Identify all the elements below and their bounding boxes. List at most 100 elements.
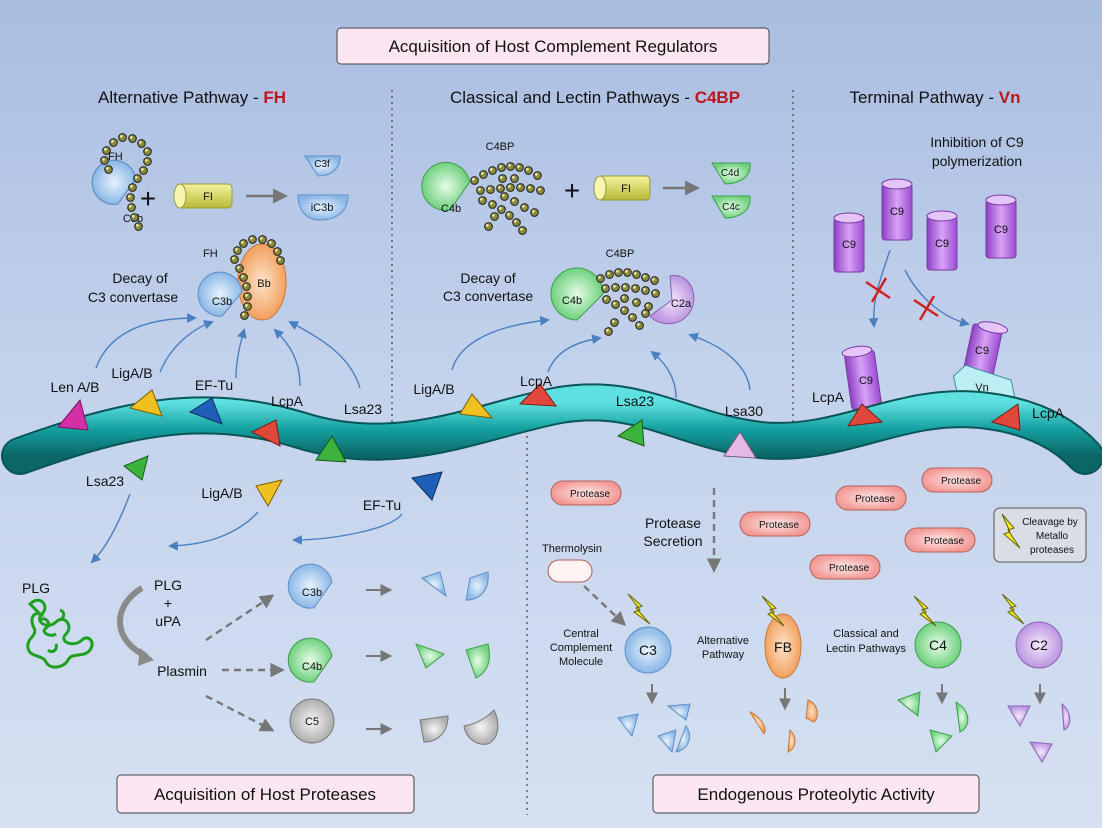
c3-convertase-alt: Bb C3b FH xyxy=(197,235,287,321)
fb-target: FB xyxy=(764,613,802,679)
title-top: Acquisition of Host Complement Regulator… xyxy=(389,37,718,56)
activation-arrow xyxy=(117,585,148,659)
c3-fragments xyxy=(617,703,691,754)
inhibition-cross-1 xyxy=(865,277,891,303)
proteases: Protease Protease Protease Protease Prot… xyxy=(547,467,993,583)
altpath-1: Alternative xyxy=(697,635,749,647)
label-ligab-3: LigA/B xyxy=(201,485,242,501)
c2-target: C2 xyxy=(1015,621,1063,669)
c4d-label: C4d xyxy=(721,168,739,179)
c9-bound-label: C9 xyxy=(859,375,873,387)
svg-text:Protease: Protease xyxy=(855,494,895,505)
c3b-fh-complex: C3b FH xyxy=(91,133,152,231)
svg-text:Protease: Protease xyxy=(924,536,964,547)
c2a-label: C2a xyxy=(671,298,692,310)
ic3b-label: iC3b xyxy=(311,202,334,214)
c4bp-arms xyxy=(470,162,545,235)
c4b-target: C4b xyxy=(287,637,333,683)
c2-fragments xyxy=(1007,702,1071,763)
c4b-c4bp-complex: C4b C4BP xyxy=(421,141,545,235)
label-lsa23-3: Lsa23 xyxy=(86,473,124,489)
label-lsa30: Lsa30 xyxy=(725,403,763,419)
receptor-eftu-2 xyxy=(411,471,443,501)
c9-free-3: C9 xyxy=(926,210,958,271)
fb-label: FB xyxy=(774,639,792,655)
legend-1: Cleavage by xyxy=(1022,517,1078,528)
label-lsa23-1: Lsa23 xyxy=(344,401,382,417)
upa-label: uPA xyxy=(155,613,181,629)
decay-alt-1: Decay of xyxy=(112,270,167,286)
classical-2: Lectin Pathways xyxy=(826,643,907,655)
bb-label: Bb xyxy=(257,278,270,290)
heading-classical: Classical and Lectin Pathways - C4BP xyxy=(450,88,740,107)
receptor-lsa30 xyxy=(723,431,757,459)
secretion-1: Protease xyxy=(645,515,701,531)
lightning-icon xyxy=(1001,593,1025,625)
receptor-lsa23-3 xyxy=(123,455,149,481)
receptor-lcpa-4 xyxy=(990,403,1021,431)
c4-label: C4 xyxy=(929,637,947,653)
central-2: Complement xyxy=(550,642,612,654)
title-box-bottom-right: Endogenous Proteolytic Activity xyxy=(652,774,980,814)
legend-box: Cleavage by Metallo proteases xyxy=(993,507,1087,563)
c5-target-label: C5 xyxy=(305,716,319,728)
c3b-target-label: C3b xyxy=(302,587,322,599)
altpath-2: Pathway xyxy=(702,649,745,661)
protease-6: Protease xyxy=(809,554,881,580)
fh-bound-label: FH xyxy=(203,248,218,260)
receptor-ligab-3 xyxy=(255,479,283,508)
protease-4: Protease xyxy=(921,467,993,493)
leptospira-membrane xyxy=(3,385,1102,473)
c9-label-1: C9 xyxy=(842,239,856,251)
ic3b-fragment: iC3b xyxy=(297,194,349,221)
receptor-lcpa-2 xyxy=(518,383,558,407)
label-lcpa-3: LcpA xyxy=(812,389,845,405)
label-eftu-1: EF-Tu xyxy=(195,377,233,393)
fi-alt: FI xyxy=(173,183,233,209)
title-box-top: Acquisition of Host Complement Regulator… xyxy=(336,27,770,65)
activation-arrowhead xyxy=(138,648,154,666)
heading-alternative: Alternative Pathway - FH xyxy=(98,88,286,107)
label-eftu-2: EF-Tu xyxy=(363,497,401,513)
c4-fragments xyxy=(896,691,969,753)
inhibition-cross-2 xyxy=(913,295,939,321)
plg-molecule xyxy=(26,598,94,669)
label-ligab-2: LigA/B xyxy=(413,381,454,397)
lightning-icons xyxy=(627,593,1025,627)
receptor-eftu-1 xyxy=(188,397,223,425)
c9-free-1: C9 xyxy=(833,212,865,273)
receptor-lenab xyxy=(57,398,89,431)
svg-text:Protease: Protease xyxy=(941,476,981,487)
svg-text:Protease: Protease xyxy=(570,489,610,500)
legend-3: proteases xyxy=(1030,545,1074,556)
protease-2: Protease xyxy=(739,511,811,537)
c9-vn-label: C9 xyxy=(975,345,989,357)
receptor-lsa23-2 xyxy=(616,419,645,447)
c3-target: C3 xyxy=(624,626,672,674)
c3f-label: C3f xyxy=(314,159,330,170)
plg-plus: + xyxy=(164,595,172,611)
secretion-2: Secretion xyxy=(643,533,702,549)
receptor-lcpa-3 xyxy=(847,403,884,427)
alt-binding-arrows xyxy=(95,313,361,389)
label-lsa23-2: Lsa23 xyxy=(616,393,654,409)
central-1: Central xyxy=(563,628,598,640)
c4bp-bound-arms xyxy=(596,268,660,336)
label-ligab-1: LigA/B xyxy=(111,365,152,381)
receptor-ligab-2 xyxy=(459,393,494,419)
plus-alt: + xyxy=(140,183,156,214)
c9-label-3: C9 xyxy=(935,238,949,250)
cleavage-arrows-right xyxy=(646,684,1046,711)
c4b-label: C4b xyxy=(441,203,461,215)
receptor-lsa23-1 xyxy=(315,435,347,463)
c5-fragments xyxy=(419,709,499,745)
c4-target: C4 xyxy=(914,621,962,669)
title-box-bottom-left: Acquisition of Host Proteases xyxy=(116,774,415,814)
c9-bound-lcpa: C9 xyxy=(841,345,882,410)
c4bp-label: C4BP xyxy=(486,141,515,153)
central-3: Molecule xyxy=(559,656,603,668)
c4c-label: C4c xyxy=(722,202,740,213)
receptor-lcpa-1 xyxy=(250,419,281,447)
label-lcpa-2: LcpA xyxy=(520,373,553,389)
